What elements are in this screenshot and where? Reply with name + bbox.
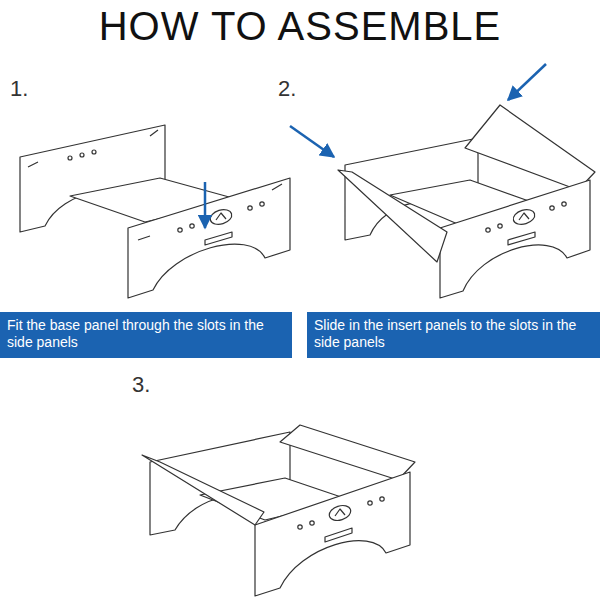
direction-arrow <box>290 126 334 157</box>
step-number: 2. <box>278 76 296 102</box>
step3-figure <box>142 425 415 596</box>
step1-figure <box>20 125 290 298</box>
step-number: 1. <box>10 76 28 102</box>
step-instruction: Slide in the insert panels to the slots … <box>314 317 593 351</box>
right-insert-panel <box>465 105 595 190</box>
caption-band: Slide in the insert panels to the slots … <box>307 312 600 358</box>
page-title: HOW TO ASSEMBLE <box>0 4 600 49</box>
left-insert-panel <box>338 170 447 262</box>
left-insert-panel <box>142 455 264 525</box>
right-insert-panel <box>280 425 415 480</box>
direction-arrow <box>508 64 546 100</box>
step-instruction: Fit the base panel through the slots in … <box>7 317 285 351</box>
step-number: 3. <box>132 372 150 398</box>
direction-arrow <box>204 182 207 228</box>
caption-band: Fit the base panel through the slots in … <box>0 312 292 358</box>
front-side-panel <box>128 178 290 298</box>
front-side-panel <box>440 180 590 298</box>
front-side-panel <box>255 472 410 596</box>
step2-figure <box>338 105 595 298</box>
